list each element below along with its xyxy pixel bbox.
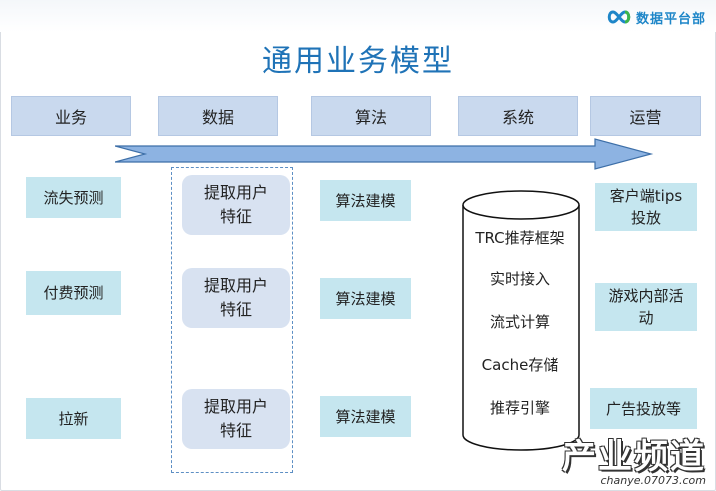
ops-item-ads: 广告投放等 bbox=[590, 388, 697, 429]
watermark-url: chanye.07073.com bbox=[600, 474, 707, 487]
business-item-churn: 流失预测 bbox=[26, 177, 121, 218]
logo: 数据平台部 bbox=[606, 6, 706, 28]
header-algorithm: 算法 bbox=[311, 96, 431, 136]
watermark-main: 产业频道 bbox=[562, 437, 706, 477]
flow-arrow bbox=[115, 138, 654, 170]
system-item-cache: Cache存储 bbox=[481, 356, 559, 374]
system-item-engine: 推荐引擎 bbox=[489, 399, 550, 417]
system-item-realtime: 实时接入 bbox=[489, 270, 550, 288]
logo-text: 数据平台部 bbox=[635, 11, 706, 27]
ops-item-client-tips: 客户端tips 投放 bbox=[595, 183, 697, 231]
business-item-acquisition: 拉新 bbox=[26, 398, 121, 439]
algorithm-model-3: 算法建模 bbox=[320, 396, 411, 437]
slide-title: 通用业务模型 bbox=[262, 44, 454, 79]
header-data: 数据 bbox=[158, 96, 278, 136]
top-band bbox=[0, 0, 716, 32]
feature-extract-3: 提取用户 特征 bbox=[182, 389, 290, 449]
data-group-dashed bbox=[171, 167, 293, 473]
system-item-trc: TRC推荐框架 bbox=[475, 229, 565, 247]
infinity-icon bbox=[607, 10, 631, 24]
algorithm-model-1: 算法建模 bbox=[320, 180, 411, 221]
system-item-stream: 流式计算 bbox=[489, 313, 550, 331]
algorithm-model-2: 算法建模 bbox=[320, 278, 411, 319]
header-business: 业务 bbox=[11, 96, 131, 136]
header-operations: 运营 bbox=[590, 96, 701, 136]
watermark: 产业频道 chanye.07073.com bbox=[562, 439, 706, 487]
business-item-payment: 付费预测 bbox=[26, 271, 121, 315]
system-cylinder bbox=[462, 190, 580, 451]
feature-extract-2: 提取用户 特征 bbox=[182, 268, 290, 328]
header-system: 系统 bbox=[458, 96, 578, 136]
ops-item-ingame-activity: 游戏内部活 动 bbox=[595, 283, 697, 331]
feature-extract-1: 提取用户 特征 bbox=[182, 175, 290, 235]
